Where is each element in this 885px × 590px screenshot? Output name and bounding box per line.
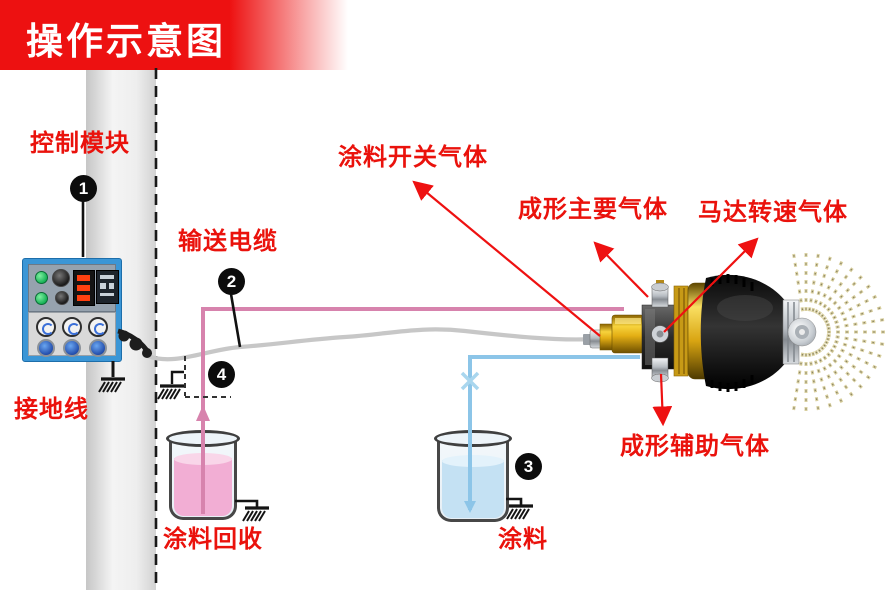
spray-fan xyxy=(792,252,885,412)
beaker-rim xyxy=(166,430,240,447)
beaker-rim xyxy=(434,430,512,447)
blue-regulator-knob-icon xyxy=(37,339,55,357)
label-motor-speed-gas: 马达转速气体 xyxy=(698,199,848,226)
ground-icon xyxy=(241,506,271,523)
control-module-upper-panel xyxy=(28,264,119,312)
beaker-liquid-blue xyxy=(442,460,504,518)
spray-gun xyxy=(583,274,817,392)
flow-arrow-up-icon xyxy=(196,405,210,421)
badge-control-module: 1 xyxy=(70,175,97,202)
transmission-cable-line xyxy=(145,327,597,362)
page-title: 操作示意图 xyxy=(26,21,226,62)
beaker-liquid-pink xyxy=(174,458,232,516)
valve-x-icon xyxy=(460,371,480,391)
recovery-beaker-ground xyxy=(235,499,271,523)
ground-icon xyxy=(156,384,186,401)
gun-bottom-fitting xyxy=(651,357,669,383)
ground-icon xyxy=(505,504,535,521)
label-forming-aux-gas: 成形辅助气体 xyxy=(620,433,770,460)
digital-display xyxy=(96,270,119,304)
badge-paint-supply: 3 xyxy=(515,453,542,480)
rotary-knob-icon xyxy=(55,291,69,305)
label-paint-switch-gas: 涂料开关气体 xyxy=(338,144,488,171)
gun-gold-ring xyxy=(687,282,715,380)
gun-black-body xyxy=(700,274,786,390)
paint-recovery-line xyxy=(201,307,624,514)
gun-tip-fitting xyxy=(583,334,592,345)
pressure-gauge-icon xyxy=(36,317,56,337)
gun-gold-valve-block xyxy=(611,314,645,354)
title-banner: 操作示意图 xyxy=(0,0,348,70)
badge-paint-recovery: 4 xyxy=(208,361,235,388)
blue-regulator-knob-icon xyxy=(63,339,81,357)
green-button-icon xyxy=(35,271,48,284)
control-module-lower-panel xyxy=(28,312,116,357)
arrow-forming-main-gas xyxy=(593,241,649,298)
led-display xyxy=(73,270,95,306)
gun-top-fitting xyxy=(651,280,669,308)
bell-cup-icon xyxy=(787,317,817,347)
label-paint-recovery: 涂料回收 xyxy=(163,526,263,553)
gun-gold-ridge-band xyxy=(673,285,689,377)
pressure-gauge-icon xyxy=(88,317,108,337)
gun-body-ribs xyxy=(710,274,754,392)
pressure-gauge-icon xyxy=(62,317,82,337)
blue-regulator-knob-icon xyxy=(89,339,107,357)
supply-beaker-ground xyxy=(505,497,535,521)
label-transmission-cable: 输送电缆 xyxy=(178,228,278,255)
liquid-surface xyxy=(442,455,504,467)
badge-transmission-cable: 2 xyxy=(218,268,245,295)
label-forming-main-gas: 成形主要气体 xyxy=(518,196,668,223)
rotary-knob-icon xyxy=(52,269,70,287)
green-button-icon xyxy=(35,292,48,305)
badge2-pointer-line xyxy=(229,293,242,348)
label-paint-supply: 涂料 xyxy=(498,526,548,553)
gun-middle-fitting xyxy=(651,325,669,343)
arrow-forming-aux-gas xyxy=(652,373,673,427)
control-module-box xyxy=(22,258,122,362)
label-control-module: 控制模块 xyxy=(30,130,130,157)
label-ground-wire: 接地线 xyxy=(14,396,89,423)
liquid-surface xyxy=(174,453,232,465)
gun-chrome-neck xyxy=(782,299,800,365)
arrow-motor-speed-gas xyxy=(663,237,759,333)
gun-manifold xyxy=(641,304,675,370)
